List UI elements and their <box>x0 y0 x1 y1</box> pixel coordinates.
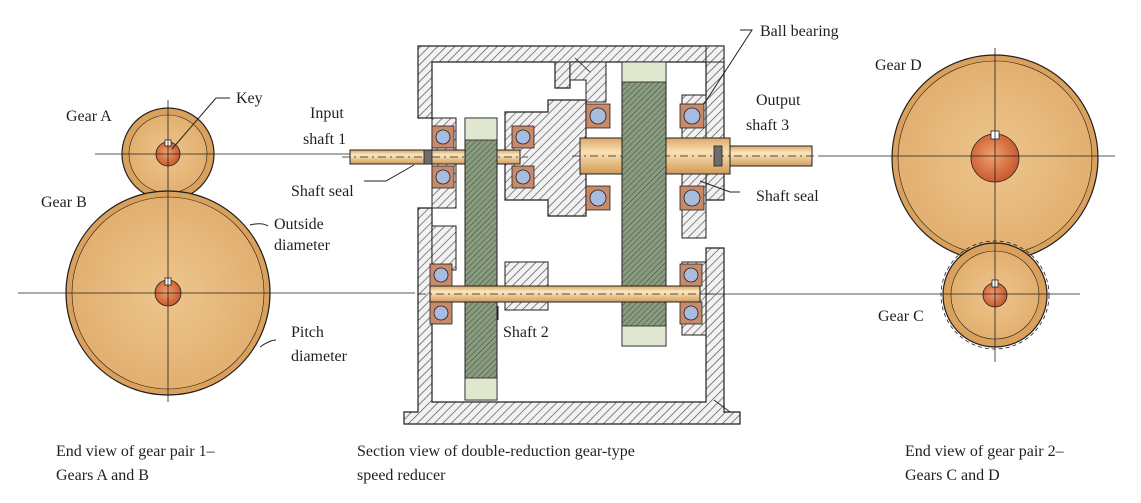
gear-section-right <box>621 61 667 347</box>
gear-a-label: Gear A <box>66 108 112 125</box>
gear-d-label: Gear D <box>875 57 922 74</box>
outside-diameter-label-1: Outside <box>274 216 324 233</box>
shaft-seal-left-label: Shaft seal <box>291 183 354 200</box>
shaft-seal-right-label: Shaft seal <box>756 188 819 205</box>
input-shaft-label-1: Input <box>310 105 344 122</box>
caption-right-line-2: Gears C and D <box>905 467 1000 484</box>
pitch-diameter-label-2: diameter <box>291 348 348 365</box>
reducer-section-view <box>342 29 820 425</box>
output-shaft-label-2: shaft 3 <box>746 117 789 134</box>
outside-diameter-label-2: diameter <box>274 237 331 254</box>
gear-c-label: Gear C <box>878 308 924 325</box>
shaft-2-label: Shaft 2 <box>503 324 549 341</box>
output-shaft-label-1: Output <box>756 92 801 109</box>
gear-b-label: Gear B <box>41 194 87 211</box>
caption-center-line-2: speed reducer <box>357 467 446 484</box>
ball-bearings <box>429 103 705 325</box>
caption-left-line-2: Gears A and B <box>56 467 149 484</box>
caption-center-line-1: Section view of double-reduction gear-ty… <box>357 443 635 460</box>
caption-left-line-1: End view of gear pair 1– <box>56 443 216 460</box>
input-shaft-label-2: shaft 1 <box>303 131 346 148</box>
key-label: Key <box>236 90 263 107</box>
ball-bearing-label: Ball bearing <box>760 23 839 40</box>
gear-pair-2-end-view <box>700 48 1115 362</box>
caption-right-line-1: End view of gear pair 2– <box>905 443 1065 460</box>
gear-section-left <box>464 117 498 401</box>
gear-pair-1-end-view <box>18 97 415 402</box>
pitch-diameter-label-1: Pitch <box>291 324 324 341</box>
